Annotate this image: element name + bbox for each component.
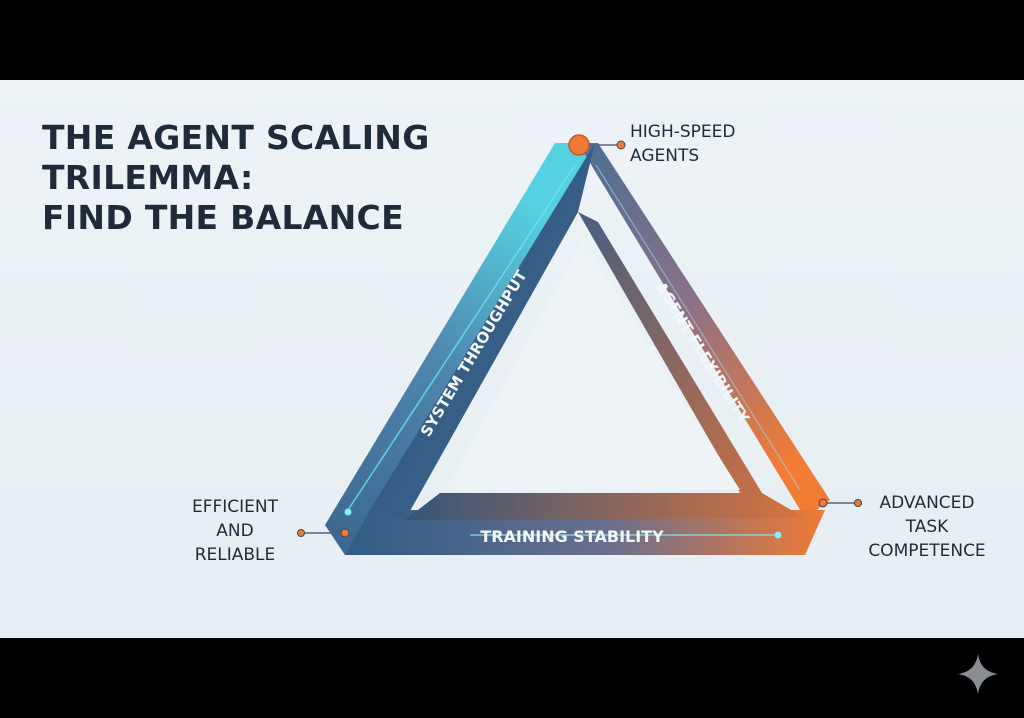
vertex-label-left: EFFICIENT AND RELIABLE [180,495,290,567]
right-inner-bevel [578,212,762,493]
top-connector-dot [616,140,626,150]
left-connector-dot-outer [297,529,305,537]
letterbox-top [0,0,1024,80]
vertex-left-line-2: AND [216,521,254,541]
letterbox-bottom [0,638,1024,718]
center-hollow [445,240,740,490]
vertex-right-line-2: TASK [905,517,949,537]
right-glow-line [595,164,801,491]
vertex-label-right: ADVANCED TASK COMPETENCE [852,491,1002,563]
vertex-right-line-3: COMPETENCE [868,541,986,561]
bottom-inner-bevel [405,493,805,520]
vertex-top-line-2: AGENTS [630,146,700,166]
vertex-right-line-1: ADVANCED [879,493,975,513]
title-line-2: TRILEMMA: [42,158,254,197]
vertex-left-line-1: EFFICIENT [191,497,279,517]
title-line-1: THE AGENT SCALING [42,118,430,157]
left-inner-bevel [370,143,595,520]
sparkle-icon [958,654,998,694]
top-vertex-node [568,134,590,156]
bottom-side-face [345,510,825,555]
title-line-3: FIND THE BALANCE [42,198,404,237]
right-connector-dot-outer [854,499,862,507]
vertex-label-top: HIGH-SPEED AGENTS [630,120,736,168]
slide-title: THE AGENT SCALING TRILEMMA: FIND THE BAL… [42,118,462,238]
left-glow-line [347,164,576,511]
left-glow-dot [344,508,352,516]
left-side-face [325,143,595,555]
vertex-left-line-3: RELIABLE [194,545,276,565]
right-connector-dot-inner [818,498,828,508]
left-connector-dot-inner [340,528,350,538]
side-label-training-stability: TRAINING STABILITY [480,527,664,546]
bottom-glow-dot [774,531,782,539]
vertex-top-line-1: HIGH-SPEED [630,122,736,142]
